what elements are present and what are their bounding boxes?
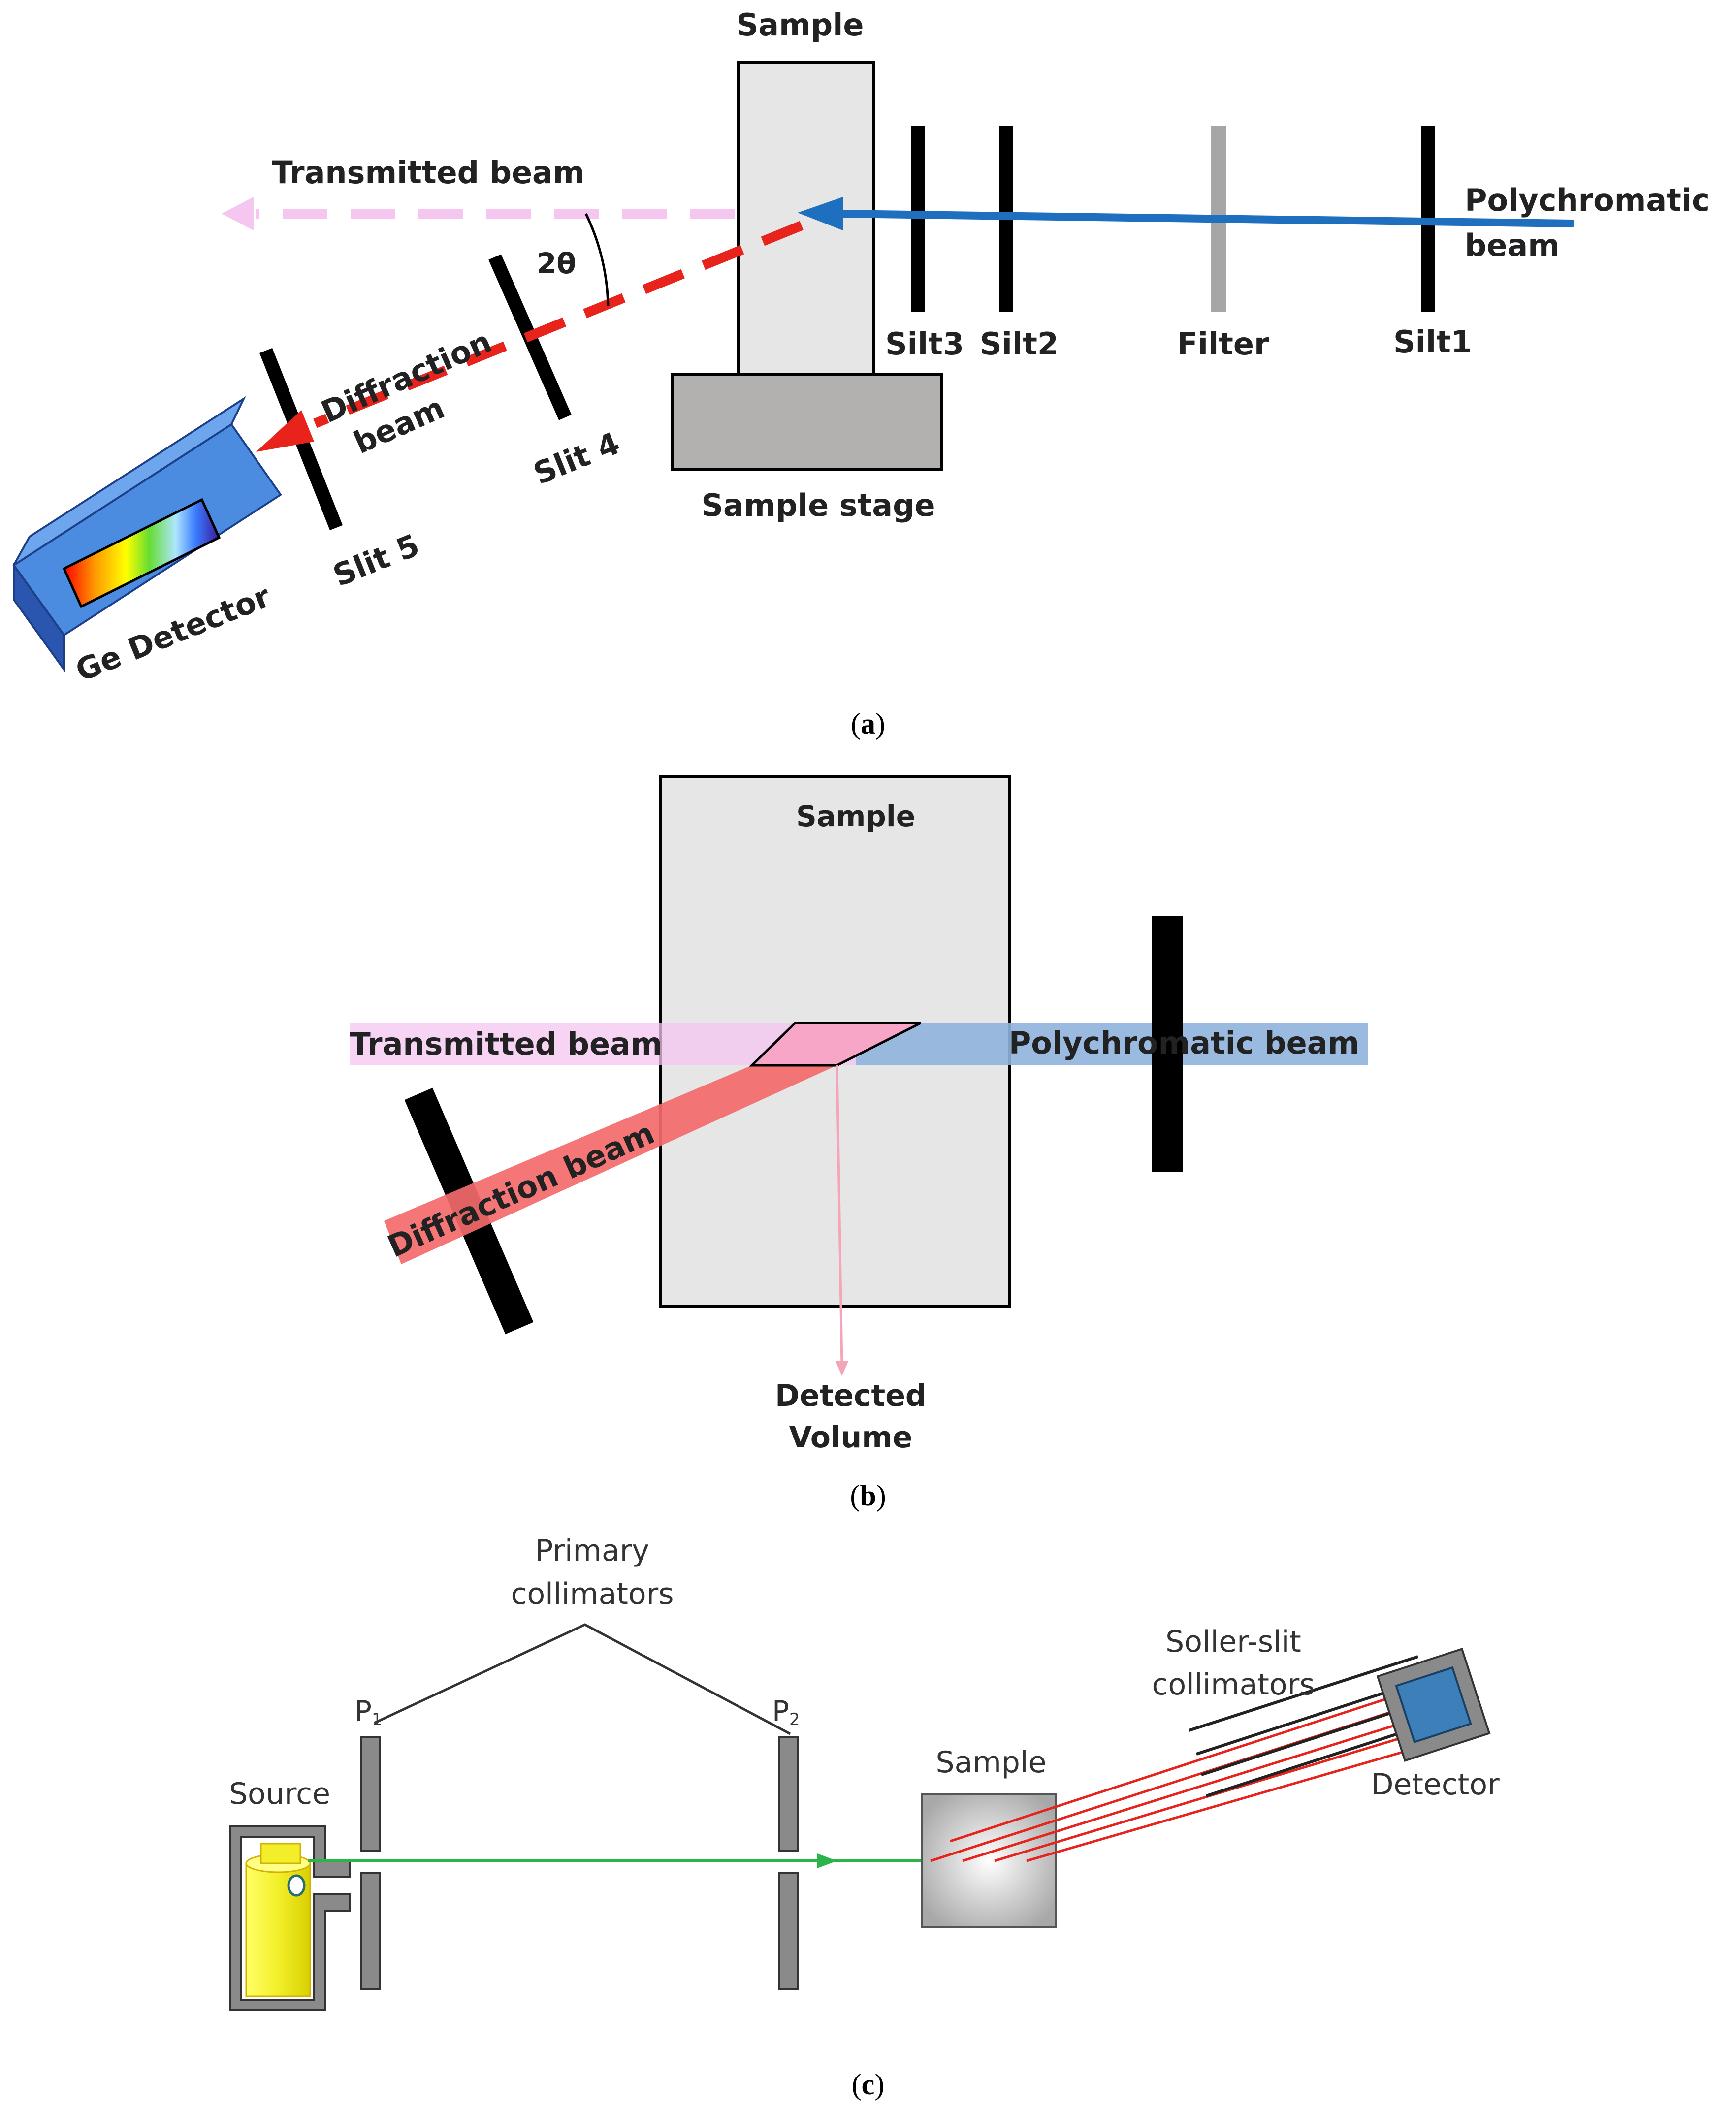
- a-polychromatic-label-2: beam: [1465, 227, 1560, 263]
- b-sample-label: Sample: [796, 799, 915, 833]
- detector-window: [62, 498, 221, 608]
- transmitted-beam-arrowhead: [222, 197, 254, 230]
- two-theta-arc: [584, 213, 610, 307]
- polychromatic-beam-arrowhead: [798, 197, 843, 230]
- diffracted-rays: [930, 1687, 1418, 1862]
- panel-c: Primary collimators P1 P2 Source Sample …: [229, 1534, 1500, 2101]
- b-polychromatic-label: Polychromatic beam: [1009, 1025, 1359, 1061]
- a-filter-label: Filter: [1177, 326, 1269, 362]
- b-transmitted-label: Transmitted beam: [350, 1026, 663, 1062]
- c-soller-label-1: Soller-slit: [1165, 1625, 1301, 1659]
- caption-b: (b): [850, 1479, 886, 1512]
- a-slit4-label: Slit 4: [528, 425, 625, 492]
- detector-side-face: [13, 562, 65, 673]
- a-polychromatic-label-1: Polychromatic: [1465, 182, 1710, 218]
- b-detected-volume-pointer-head: [836, 1361, 848, 1376]
- c-sample-cube: [921, 1793, 1057, 1928]
- b-detected-label-2: Volume: [789, 1420, 913, 1455]
- p1-upper-plate: [360, 1736, 381, 1852]
- diffraction-beam-line: [313, 221, 804, 428]
- a-transmitted-label: Transmitted beam: [272, 155, 585, 191]
- c-sample-label: Sample: [936, 1745, 1047, 1780]
- a-silt2-label: Silt2: [980, 326, 1059, 362]
- a-angle-label: 2θ: [537, 247, 576, 280]
- c-primary-label-2: collimators: [511, 1577, 674, 1611]
- diffraction-beam-arrowhead: [256, 410, 314, 452]
- primary-collimators-bracket: [373, 1623, 791, 1735]
- a-silt3-label: Silt3: [885, 326, 964, 362]
- c-detector-label: Detector: [1371, 1767, 1500, 1802]
- p1-lower-plate: [360, 1872, 381, 1990]
- c-p1-label: P1: [354, 1694, 383, 1729]
- b-diffraction-beam-band: [384, 1065, 837, 1264]
- c-detector: [1376, 1647, 1491, 1762]
- c-soller-label-2: collimators: [1152, 1667, 1315, 1702]
- panel-b: Sample Transmitted beam Polychromatic be…: [350, 775, 1368, 1512]
- b-detected-volume-pointer: [836, 1065, 843, 1367]
- a-slit5-label: Slit 5: [328, 527, 424, 594]
- ge-detector: [12, 396, 282, 673]
- a-silt1-label: Silt1: [1393, 324, 1472, 360]
- polychromatic-beam-line: [836, 210, 1574, 227]
- source-emitter: [287, 1874, 306, 1897]
- p2-lower-plate: [778, 1872, 799, 1990]
- a-sample-stage-label: Sample stage: [701, 487, 935, 523]
- a-sample-label: Sample: [737, 7, 864, 43]
- detector-top: [13, 396, 246, 566]
- caption-a: (a): [851, 707, 885, 740]
- primary-beam-arrowhead: [817, 1853, 837, 1868]
- panel-a: Sample Transmitted beam Polychromatic be…: [12, 7, 1710, 740]
- p2-upper-plate: [778, 1736, 799, 1852]
- b-detected-volume: [748, 1022, 922, 1067]
- sample-stage: [671, 373, 943, 471]
- b-detected-label-1: Detected: [775, 1378, 927, 1413]
- caption-c: (c): [852, 2068, 885, 2101]
- source-cylinder-cap: [260, 1843, 301, 1864]
- b-slit-right: [1152, 916, 1183, 1172]
- silt3-slit: [911, 126, 925, 312]
- sample-block: [737, 61, 875, 376]
- c-source-label: Source: [229, 1777, 330, 1811]
- b-polychromatic-beam-band: [856, 1023, 1368, 1065]
- c-p2-label: P2: [772, 1694, 800, 1729]
- c-primary-label-1: Primary: [535, 1534, 649, 1568]
